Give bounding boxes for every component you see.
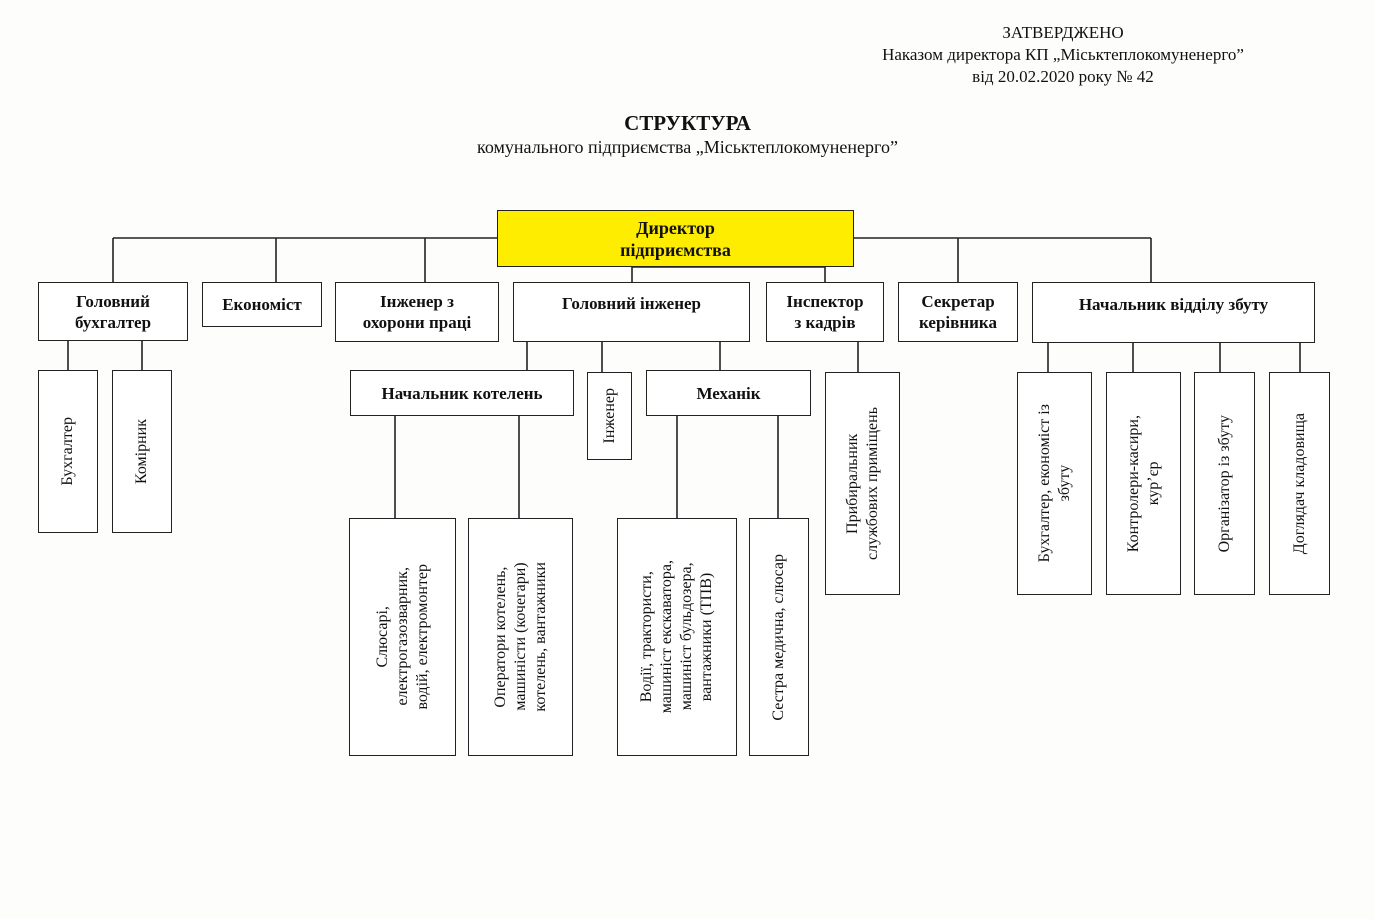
node-safety-engineer: Інженер з охорони праці xyxy=(335,282,499,342)
node-fitters: Слюсарі, електрогазозварник, водій, елек… xyxy=(349,518,456,756)
node-sales-accountant: Бухгалтер, економіст із збуту xyxy=(1017,372,1092,595)
node-storekeeper-label: Комірник xyxy=(133,418,150,485)
node-sales-organizer-label: Організатор із збуту xyxy=(1215,414,1233,553)
node-sales-accountant-label: Бухгалтер, економіст із збуту xyxy=(1035,404,1073,563)
node-nurse-label: Сестра медична, слюсар xyxy=(770,553,787,721)
node-boiler-operators-label: Оператори котелень, машиністи (кочегари)… xyxy=(491,562,549,712)
approval-order: Наказом директора КП „Міськтеплокомунене… xyxy=(882,45,1244,64)
node-accountant: Бухгалтер xyxy=(38,370,98,533)
node-sales-head-label: Начальник відділу збуту xyxy=(1078,295,1269,314)
node-drivers: Водії, трактористи, машиніст екскаватора… xyxy=(617,518,737,756)
node-sales-organizer: Організатор із збуту xyxy=(1194,372,1255,595)
node-hr-inspector-label: Інспектор з кадрів xyxy=(786,292,864,332)
approval-title: ЗАТВЕРДЖЕНО xyxy=(1002,23,1124,42)
node-boiler-head-label: Начальник котелень xyxy=(381,383,543,403)
node-sales-head: Начальник відділу збуту xyxy=(1032,282,1315,343)
title-subheading: комунального підприємства „Міськтеплоком… xyxy=(477,137,898,157)
node-mechanic: Механік xyxy=(646,370,811,416)
node-chief-accountant: Головний бухгалтер xyxy=(38,282,188,341)
diagram-title: СТРУКТУРА комунального підприємства „Міс… xyxy=(0,110,1375,158)
approval-date: від 20.02.2020 року № 42 xyxy=(972,67,1154,86)
node-fitters-label: Слюсарі, електрогазозварник, водій, елек… xyxy=(373,564,431,710)
node-chief-engineer-label: Головний інженер xyxy=(562,294,701,313)
node-cleaner: Прибиральник службових приміщень xyxy=(825,372,900,595)
node-safety-engineer-label: Інженер з охорони праці xyxy=(362,292,472,332)
node-chief-engineer: Головний інженер xyxy=(513,282,750,342)
node-chief-accountant-label: Головний бухгалтер xyxy=(74,291,152,332)
node-cleaner-label: Прибиральник службових приміщень xyxy=(843,407,881,560)
node-secretary-label: Секретар керівника xyxy=(919,292,997,332)
node-storekeeper: Комірник xyxy=(112,370,172,533)
node-boiler-operators: Оператори котелень, машиністи (кочегари)… xyxy=(468,518,573,756)
node-nurse: Сестра медична, слюсар xyxy=(749,518,809,756)
node-secretary: Секретар керівника xyxy=(898,282,1018,342)
approval-stamp: ЗАТВЕРДЖЕНО Наказом директора КП „Міськт… xyxy=(820,22,1306,88)
node-accountant-label: Бухгалтер xyxy=(59,417,76,486)
node-warehouse-keeper: Доглядач кладовища xyxy=(1269,372,1330,595)
node-economist-label: Економіст xyxy=(222,295,302,314)
node-drivers-label: Водії, трактористи, машиніст екскаватора… xyxy=(638,560,715,714)
node-cashiers-label: Контролери-касири, кур’єр xyxy=(1124,414,1162,553)
node-director-label: Директор підприємства xyxy=(620,217,731,260)
node-boiler-head: Начальник котелень xyxy=(350,370,574,416)
node-warehouse-keeper-label: Доглядач кладовища xyxy=(1290,412,1308,555)
node-mechanic-label: Механік xyxy=(696,383,761,403)
node-engineer: Інженер xyxy=(587,372,632,460)
node-engineer-label: Інженер xyxy=(600,388,618,444)
node-director: Директор підприємства xyxy=(497,210,854,267)
node-hr-inspector: Інспектор з кадрів xyxy=(766,282,884,342)
node-cashiers: Контролери-касири, кур’єр xyxy=(1106,372,1181,595)
node-economist: Економіст xyxy=(202,282,322,327)
title-heading: СТРУКТУРА xyxy=(624,111,751,135)
